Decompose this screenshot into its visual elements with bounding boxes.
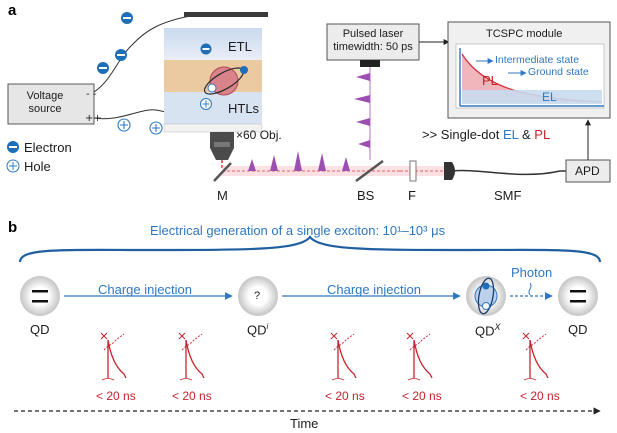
single-dot-amp: &	[518, 127, 535, 142]
htls-label: HTLs	[228, 101, 260, 116]
top-electrode	[184, 12, 268, 17]
filter-f	[409, 160, 417, 182]
voltage-source-line1: Voltage	[26, 90, 64, 102]
qd-label-2: QDi	[247, 322, 269, 338]
electron-particles	[97, 12, 133, 74]
exciton-title: Electrical generation of a single excito…	[150, 223, 446, 238]
mirror-label: M	[217, 188, 228, 203]
laser-pulses-vertical	[354, 73, 370, 148]
time-label-3: < 20 ns	[325, 389, 365, 403]
charge-injection-1: Charge injection	[98, 282, 192, 297]
pulse-trace-4	[406, 332, 433, 381]
qd-label-3: QDX	[475, 322, 501, 339]
voltage-source-box	[7, 83, 95, 125]
qd-label-3-sup: X	[494, 322, 501, 332]
laser-box	[326, 23, 420, 61]
objective-tip	[214, 142, 230, 147]
qd-label-2-text: QD	[247, 322, 267, 338]
time-label-5: < 20 ns	[520, 389, 560, 403]
qd-node-1	[20, 276, 60, 316]
beam-glow	[222, 166, 444, 176]
laser-line2: timewidth: 50 ps	[333, 40, 413, 53]
pulse-trace-2	[178, 332, 205, 381]
htl-layer	[164, 92, 262, 124]
pulse-traces	[100, 332, 549, 381]
beam-splitter	[355, 159, 384, 183]
apd-label: APD	[575, 164, 600, 178]
terminal-minus: - -	[86, 89, 97, 100]
filter-label: F	[408, 188, 416, 203]
smf-label: SMF	[494, 188, 522, 203]
pulse-trace-5	[522, 332, 549, 381]
qd-question-mark: ?	[254, 290, 261, 302]
htl-hole-sign	[202, 100, 210, 108]
tcspc-pl-label: PL	[482, 73, 498, 88]
qd-node-2	[238, 276, 278, 316]
tcspc-el-label: EL	[542, 90, 557, 104]
time-label-4: < 20 ns	[402, 389, 442, 403]
single-dot-prefix: >> Single-dot	[422, 127, 503, 142]
objective-label: ×60 Obj.	[236, 128, 282, 142]
laser-pulses-horizontal	[248, 151, 350, 171]
el-band	[462, 90, 602, 104]
legend-hole-label: Hole	[24, 159, 51, 174]
wire-negative	[93, 15, 191, 93]
tcspc-intermediate-label: Intermediate state	[495, 54, 580, 66]
qd-node-4	[558, 276, 598, 316]
laser-label: Pulsed laser timewidth: 50 ps	[329, 28, 417, 53]
single-dot-pl: PL	[534, 127, 551, 142]
time-label-1: < 20 ns	[96, 389, 136, 403]
legend-electron-sign	[9, 146, 17, 148]
hole-particles	[117, 118, 163, 135]
time-label-2: < 20 ns	[172, 389, 212, 403]
pulse-trace-3	[330, 332, 357, 381]
laser-output-port	[360, 60, 380, 67]
voltage-source-label: Voltage source	[10, 90, 80, 115]
qd-label-3-text: QD	[475, 323, 495, 339]
terminal-plus: ++	[85, 113, 102, 124]
tcspc-ground-label: Ground state	[528, 66, 589, 78]
fiber-coupler	[444, 162, 455, 180]
photon-wave-icon	[528, 282, 532, 296]
legend-hole-sign	[9, 162, 17, 170]
etl-layer	[164, 28, 262, 60]
voltage-source-line2: source	[28, 102, 62, 115]
panel-a-label: a	[8, 2, 17, 19]
qd-orbit-hole	[207, 83, 217, 93]
photon-label: Photon	[511, 265, 553, 280]
single-mode-fiber	[451, 169, 573, 176]
panel-b-label: b	[8, 219, 18, 236]
pulse-trace-1	[100, 332, 127, 381]
charge-injection-2: Charge injection	[327, 282, 421, 297]
qd-label-2-sup: i	[266, 322, 269, 331]
etl-electron-sign	[202, 48, 210, 50]
etl-label: ETL	[228, 39, 252, 54]
qd-label-1: QD	[30, 322, 50, 337]
legend-electron-label: Electron	[24, 140, 72, 155]
mirror-m	[213, 162, 232, 182]
electron-signs	[99, 17, 131, 69]
qd-orbit-electron	[240, 66, 248, 74]
tcspc-title: TCSPC module	[486, 28, 563, 40]
wire-positive	[93, 109, 177, 120]
bs-label: BS	[357, 188, 375, 203]
laser-line1: Pulsed laser	[342, 28, 404, 40]
single-dot-label: >> Single-dot EL & PL	[422, 128, 550, 141]
qd-node-3	[466, 276, 506, 316]
qd-label-4: QD	[568, 322, 588, 337]
time-axis-label: Time	[290, 416, 319, 431]
exciton-brace	[18, 235, 602, 263]
single-dot-el: EL	[502, 127, 519, 142]
